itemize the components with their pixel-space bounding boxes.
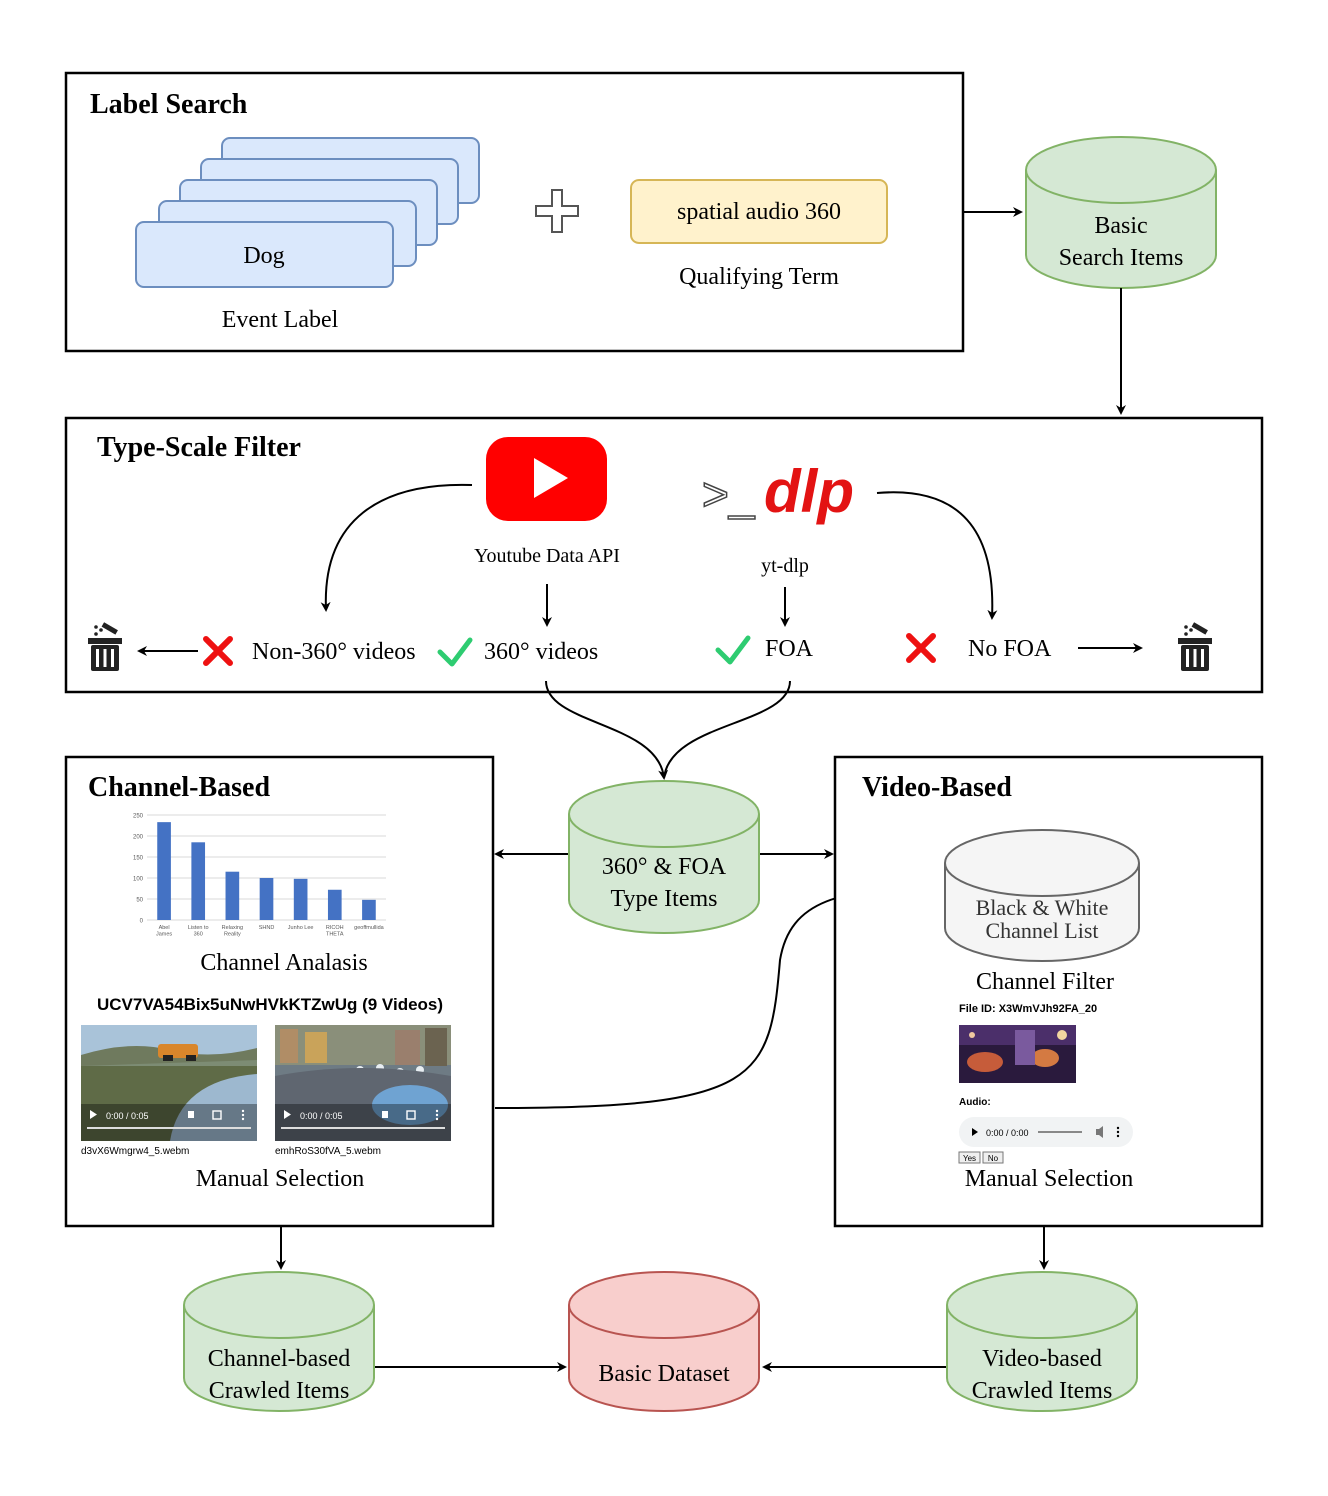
type-scale-filter-box [64, 416, 1264, 694]
no-button[interactable] [982, 1151, 1004, 1164]
video-crawled-line2: Crawled Items [972, 1378, 1113, 1404]
channel-crawled-line2: Crawled Items [209, 1378, 350, 1404]
check-icon-foa [715, 635, 751, 665]
channel-id-heading: UCV7VA54Bix5uNwHVkKTZwUg (9 Videos) [97, 995, 443, 1014]
youtube-api-label: Youtube Data API [474, 545, 620, 567]
chart-ytick-label: 150 [133, 856, 144, 862]
bw-list-line1: Black & White [976, 895, 1109, 920]
type-items-line2: Type Items [611, 886, 718, 912]
video1-filename: d3vX6Wmgrw4_5.webm [81, 1146, 189, 1157]
chart-bar [225, 871, 240, 920]
trash-icon-right [1178, 622, 1212, 671]
chart-ytick-label: 50 [136, 898, 143, 904]
chart-xtick-label: Junho Lee [288, 925, 314, 931]
video-manual-selection: Manual Selection [965, 1166, 1134, 1192]
ytdlp-logo-icon: >_ dlp [701, 458, 854, 525]
basic-search-items-db [1025, 136, 1217, 289]
channel-manual-selection: Manual Selection [196, 1166, 365, 1192]
foa-label: FOA [765, 636, 814, 662]
event-label-stack [135, 137, 480, 288]
chart-bar [327, 889, 342, 920]
chart-bar [259, 878, 274, 920]
cross-icon-non360 [203, 636, 233, 666]
basic-dataset-db [568, 1271, 760, 1412]
chart-xtick-label: geoffmullida [354, 925, 384, 931]
svg-text:>_: >_ [702, 468, 756, 520]
video-crawled-db [946, 1271, 1138, 1412]
channel-analysis-caption: Channel Analasis [200, 950, 367, 976]
qualifying-term-caption: Qualifying Term [679, 264, 839, 290]
video-thumbnail-1[interactable] [81, 1025, 257, 1141]
basic-search-items-line2: Search Items [1059, 245, 1184, 271]
label-search-title: Label Search [90, 89, 248, 120]
chart-ytick-label: 100 [133, 877, 144, 883]
trash-icon-left [88, 622, 122, 671]
nofoa-label: No FOA [968, 636, 1052, 662]
video-crawled-line1: Video-based [982, 1346, 1102, 1372]
video-thumbnail-2[interactable] [275, 1025, 451, 1141]
chart-ytick-label: 200 [133, 835, 144, 841]
chart-xtick-label: Abel [159, 925, 170, 931]
event-card-text: Dog [243, 243, 284, 269]
type-items-line1: 360° & FOA [602, 854, 727, 880]
video-frame-thumbnail [959, 1025, 1076, 1083]
chart-ytick-label: 250 [133, 814, 144, 820]
chart-bar [362, 899, 376, 920]
ytdlp-label: yt-dlp [761, 555, 809, 577]
v360-label: 360° videos [484, 639, 598, 665]
type-scale-title: Type-Scale Filter [97, 432, 301, 463]
arrow-youtube-to-non360 [320, 483, 473, 612]
yes-button-label: Yes [963, 1154, 976, 1163]
chart-xtick-label: Listen to [188, 925, 209, 931]
audio-player[interactable] [959, 1117, 1133, 1147]
chart-xtick-label: 360 [194, 932, 203, 938]
basic-dataset-label: Basic Dataset [598, 1361, 730, 1387]
chart-xtick-label: RICOH [326, 925, 344, 931]
chart-ytick-label: 0 [140, 919, 144, 925]
arrow-ytdlp-to-nofoa [876, 491, 998, 620]
video-based-title: Video-Based [862, 772, 1012, 803]
bw-list-line2: Channel List [985, 918, 1098, 943]
chart-xtick-label: Reality [224, 932, 241, 938]
qualifier-box [630, 179, 888, 244]
cross-icon-nofoa [906, 633, 936, 663]
chart-xtick-label: James [156, 932, 172, 938]
plus-icon [535, 189, 579, 233]
check-icon-360 [437, 637, 473, 667]
chart-xtick-label: SHND [259, 925, 275, 931]
non360-label: Non-360° videos [252, 639, 416, 665]
arrow-foa-merge [663, 680, 791, 779]
video2-filename: emhRoS30fVA_5.webm [275, 1146, 381, 1157]
event-label-caption: Event Label [222, 307, 339, 333]
no-button-label: No [988, 1154, 999, 1163]
bw-channel-list-db [944, 829, 1140, 962]
video2-time: 0:00 / 0:05 [300, 1111, 343, 1121]
chart-xtick-label: THETA [326, 932, 344, 938]
channel-filter-caption: Channel Filter [976, 969, 1114, 995]
chart-xtick-label: Relaxing [222, 925, 243, 931]
arrow-360-merge [545, 680, 669, 780]
yes-button[interactable] [958, 1151, 981, 1164]
video1-time: 0:00 / 0:05 [106, 1111, 149, 1121]
channel-based-box [64, 755, 495, 1228]
type-items-db [568, 780, 760, 934]
youtube-logo-icon [486, 437, 607, 521]
file-id-label: File ID: X3WmVJh92FA_20 [959, 1003, 1097, 1015]
chart-bar [157, 822, 171, 920]
channel-based-title: Channel-Based [88, 772, 270, 803]
audio-label: Audio: [959, 1097, 991, 1108]
basic-search-items-line1: Basic [1094, 213, 1147, 239]
qualifier-text: spatial audio 360 [677, 199, 841, 225]
svg-text:dlp: dlp [764, 458, 854, 525]
chart-bar [293, 878, 308, 920]
channel-crawled-line1: Channel-based [208, 1346, 351, 1372]
chart-bar [191, 842, 206, 920]
channel-crawled-db [183, 1271, 375, 1412]
audio-time: 0:00 / 0:00 [986, 1128, 1029, 1138]
